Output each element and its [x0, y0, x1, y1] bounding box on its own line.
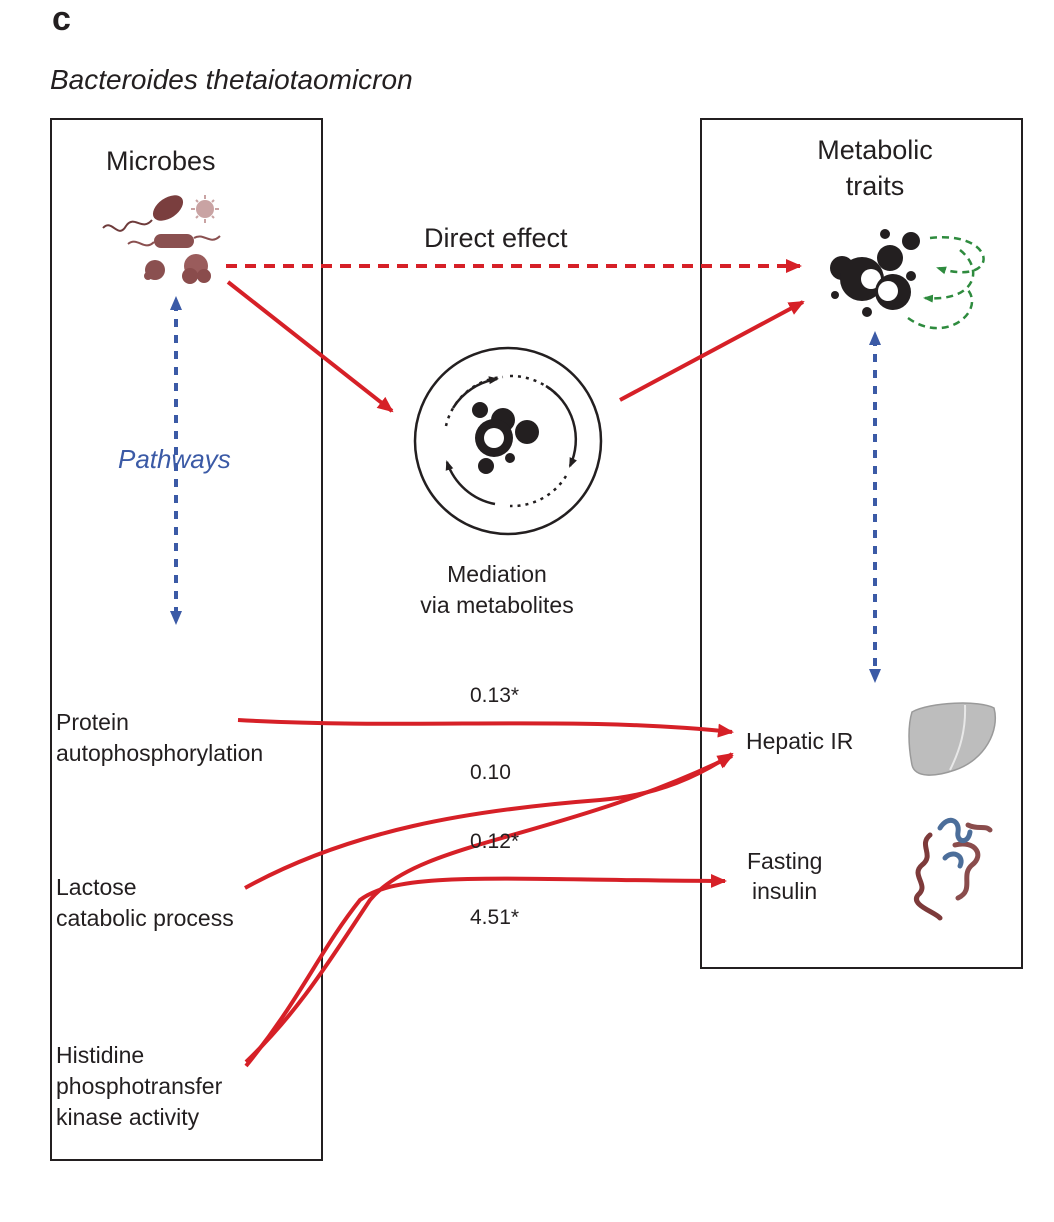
species-title: Bacteroides thetaiotaomicron	[50, 64, 413, 95]
trait-fasting-insulin: Fasting insulin	[747, 846, 822, 906]
mediation-metabolites-icon	[413, 346, 603, 536]
microbes-heading: Microbes	[106, 146, 216, 176]
pathway-label-line: autophosphorylation	[56, 740, 264, 766]
pathway-histidine-kinase: Histidine phosphotransfer kinase activit…	[56, 1040, 222, 1133]
pathway-lactose-catabolic: Lactose catabolic process	[56, 872, 234, 934]
effect-value: 0.12*	[470, 830, 520, 853]
metabolic-traits-box	[700, 118, 1023, 969]
heading-line: Metabolic	[817, 135, 933, 165]
effect-value: 0.13*	[470, 684, 520, 707]
insulin-protein-icon	[913, 817, 993, 921]
feedback-arrows	[907, 235, 985, 330]
pathway-label-line: catabolic process	[56, 905, 234, 931]
trait-label-line: insulin	[752, 878, 818, 904]
liver-icon	[908, 702, 996, 776]
trait-label-line: Hepatic IR	[746, 728, 854, 754]
mediation-to-traits-arrow	[619, 300, 805, 402]
panel-letter: c	[52, 0, 71, 38]
heading-line: traits	[845, 171, 905, 201]
pathway-trait-curves	[237, 718, 734, 1068]
microbes-icon	[102, 195, 221, 284]
pathway-label-line: phosphotransfer	[56, 1073, 223, 1099]
effect-value: 4.51*	[470, 906, 520, 929]
pathways-label: Pathways	[118, 444, 231, 474]
trait-hepatic-ir: Hepatic IR	[746, 726, 853, 757]
pathway-label-line: Histidine	[56, 1042, 145, 1068]
effect-value: 0.10	[470, 761, 511, 784]
mediation-label: Mediation via metabolites	[404, 559, 590, 621]
pathway-label-line: kinase activity	[56, 1104, 200, 1130]
trait-label-line: Fasting	[747, 848, 823, 874]
metabolic-traits-icon	[830, 229, 920, 317]
microbes-box	[50, 118, 323, 1161]
direct-effect-label: Direct effect	[424, 223, 568, 253]
pathway-label-line: Protein	[56, 709, 129, 735]
pathway-protein-autophosphorylation: Protein autophosphorylation	[56, 707, 263, 769]
microbes-to-mediation-arrow	[226, 280, 394, 413]
mediation-line: via metabolites	[420, 592, 574, 618]
metabolic-traits-heading: Metabolic traits	[800, 132, 950, 204]
pathway-label-line: Lactose	[56, 874, 137, 900]
mediation-line: Mediation	[447, 561, 547, 587]
